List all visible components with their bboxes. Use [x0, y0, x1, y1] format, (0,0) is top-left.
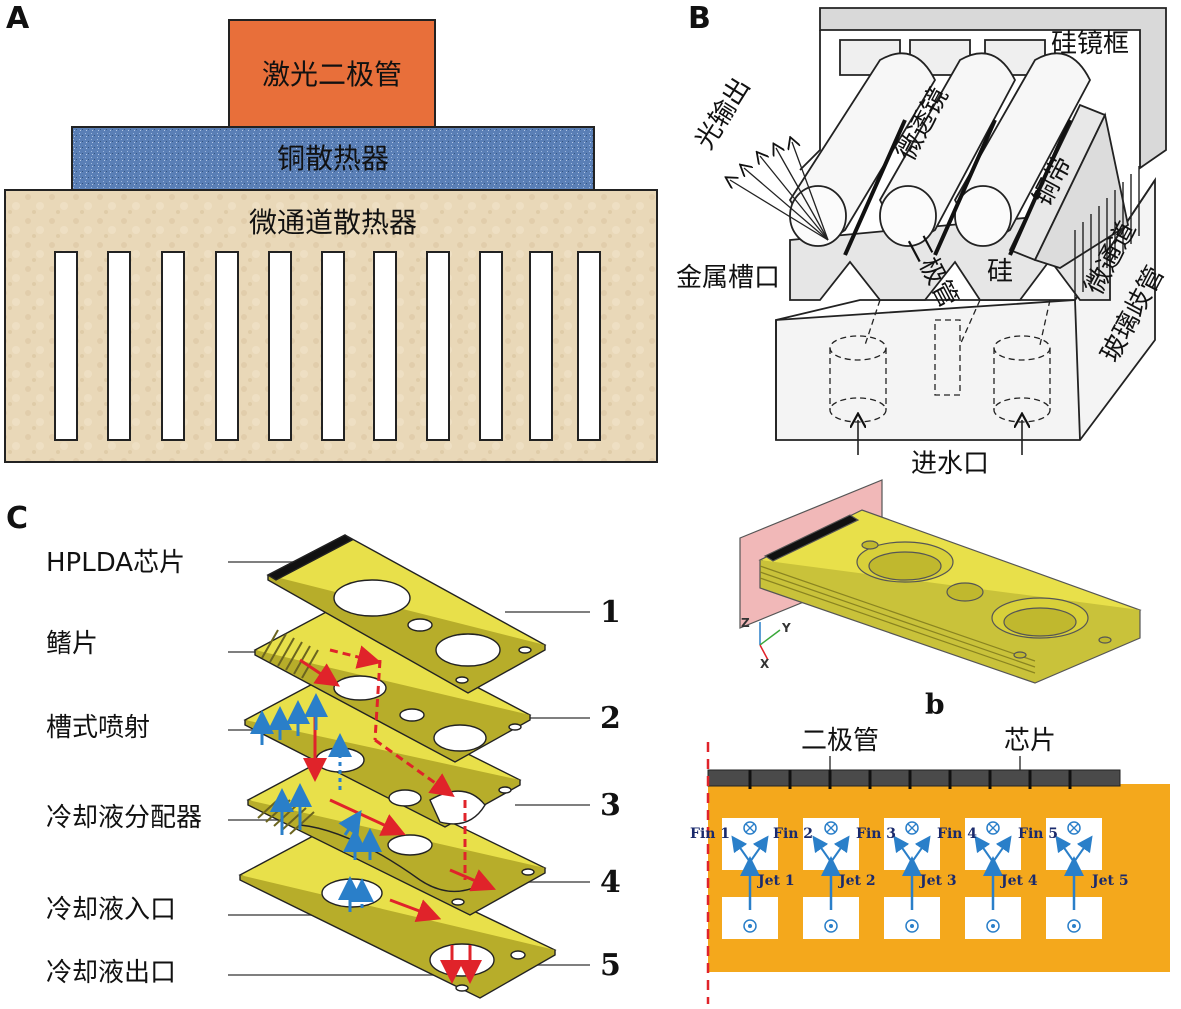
axis-y-label: Y	[781, 621, 791, 635]
jet-label: Jet 1	[756, 873, 795, 889]
cross-section-body	[708, 784, 1170, 972]
laser-diode-label: 激光二极管	[262, 58, 402, 91]
panel-c-letter: C	[6, 501, 28, 536]
hplda-chip-bar	[266, 534, 354, 581]
fin-cells: Fin 1 Jet 1 Fin 2 Jet 2	[690, 818, 1129, 939]
chip-segments	[748, 770, 1072, 789]
fin-cell: Fin 3 Jet 3	[856, 818, 957, 939]
water-inlet-label: 进水口	[911, 449, 989, 479]
channel-slot	[161, 251, 185, 441]
diode-label-b: 二极管	[801, 726, 879, 756]
silicon-frame-label: 硅镜框	[1051, 29, 1129, 59]
channel-slot	[529, 251, 553, 441]
panel-a: A 激光二极管 铜散热器 微通道散热器	[4, 1, 658, 463]
fin-label: Fin 5	[1018, 826, 1058, 842]
panel-c-labels: HPLDA芯片 鳍片 槽式喷射 冷却液分配器 冷却液入口 冷却液出口 1 2	[46, 548, 621, 988]
silicon-label: 硅	[987, 257, 1013, 287]
blue-flow-arrows	[250, 693, 382, 912]
fin-cell: Fin 1 Jet 1	[690, 818, 795, 939]
laser-diode-block	[228, 19, 436, 128]
panel-b: B	[676, 1, 1171, 479]
panel-c: C HPLDA芯片 鳍片 槽式喷射 冷却液分配器 冷却液入口 冷却液出口	[6, 501, 621, 999]
stack-3d-model	[739, 479, 1142, 684]
channel-slot	[54, 251, 78, 441]
channel-slot	[373, 251, 397, 441]
fin-label: Fin 4	[937, 826, 977, 842]
fin-label: Fin 1	[690, 826, 730, 842]
axis-triad: Z Y X	[741, 616, 791, 671]
channel-slot	[215, 251, 239, 441]
fin-label: Fin 3	[856, 826, 896, 842]
inlet-cylinders	[829, 299, 1051, 423]
jet-label: Jet 2	[837, 873, 876, 889]
jet-label: Jet 5	[1090, 873, 1129, 889]
microchannel-slots	[54, 251, 601, 441]
copper-heat-spreader	[71, 126, 595, 191]
layer-number: 4	[600, 865, 621, 900]
channel-slot	[107, 251, 131, 441]
channel-slot	[268, 251, 292, 441]
plate-stack	[238, 534, 557, 999]
panel-b-letter: B	[688, 1, 711, 36]
channel-slot	[426, 251, 450, 441]
fins-label: 鳍片	[46, 629, 98, 659]
subfigure-b-label: b	[925, 688, 945, 721]
copper-spreader-label: 铜散热器	[277, 142, 389, 175]
hplda-chip-label: HPLDA芯片	[46, 548, 185, 578]
jet-label: Jet 4	[999, 873, 1038, 889]
channel-slot	[577, 251, 601, 441]
fin-cell: Fin 2 Jet 2	[773, 818, 876, 939]
panel-a-letter: A	[6, 1, 30, 36]
axis-x-label: X	[760, 657, 770, 671]
channel-slot	[321, 251, 345, 441]
channel-slot	[479, 251, 503, 441]
coolant-outlet-label: 冷却液出口	[46, 958, 176, 988]
light-output-label: 光输出	[690, 73, 757, 155]
coolant-inlet-label: 冷却液入口	[46, 895, 176, 925]
jet-label: Jet 3	[918, 873, 957, 889]
light-output-arrows	[730, 142, 829, 241]
layer-number: 3	[600, 788, 621, 823]
chip-bar	[707, 769, 1121, 787]
metal-slot-label: 金属槽口	[676, 263, 780, 293]
layer-number: 1	[600, 595, 621, 630]
fin-cell: Fin 4 Jet 4	[937, 818, 1038, 939]
layer-number: 2	[600, 701, 621, 736]
panel-d: Z Y X b 二极管 芯片	[690, 479, 1170, 1004]
chip-strip	[763, 514, 860, 562]
microlenses	[788, 52, 1092, 247]
axis-z-label: Z	[741, 616, 750, 630]
coolant-distributor-label: 冷却液分配器	[46, 803, 202, 833]
microchannel-sink-label: 微通道散热器	[249, 206, 417, 239]
chip-label-b: 芯片	[1004, 726, 1056, 756]
fin-label: Fin 2	[773, 826, 813, 842]
layer-number: 5	[600, 948, 621, 983]
fin-cell: Fin 5 Jet 5	[1018, 818, 1129, 939]
microchannel-fins	[1074, 166, 1140, 300]
slot-jet-label: 槽式喷射	[46, 713, 150, 743]
